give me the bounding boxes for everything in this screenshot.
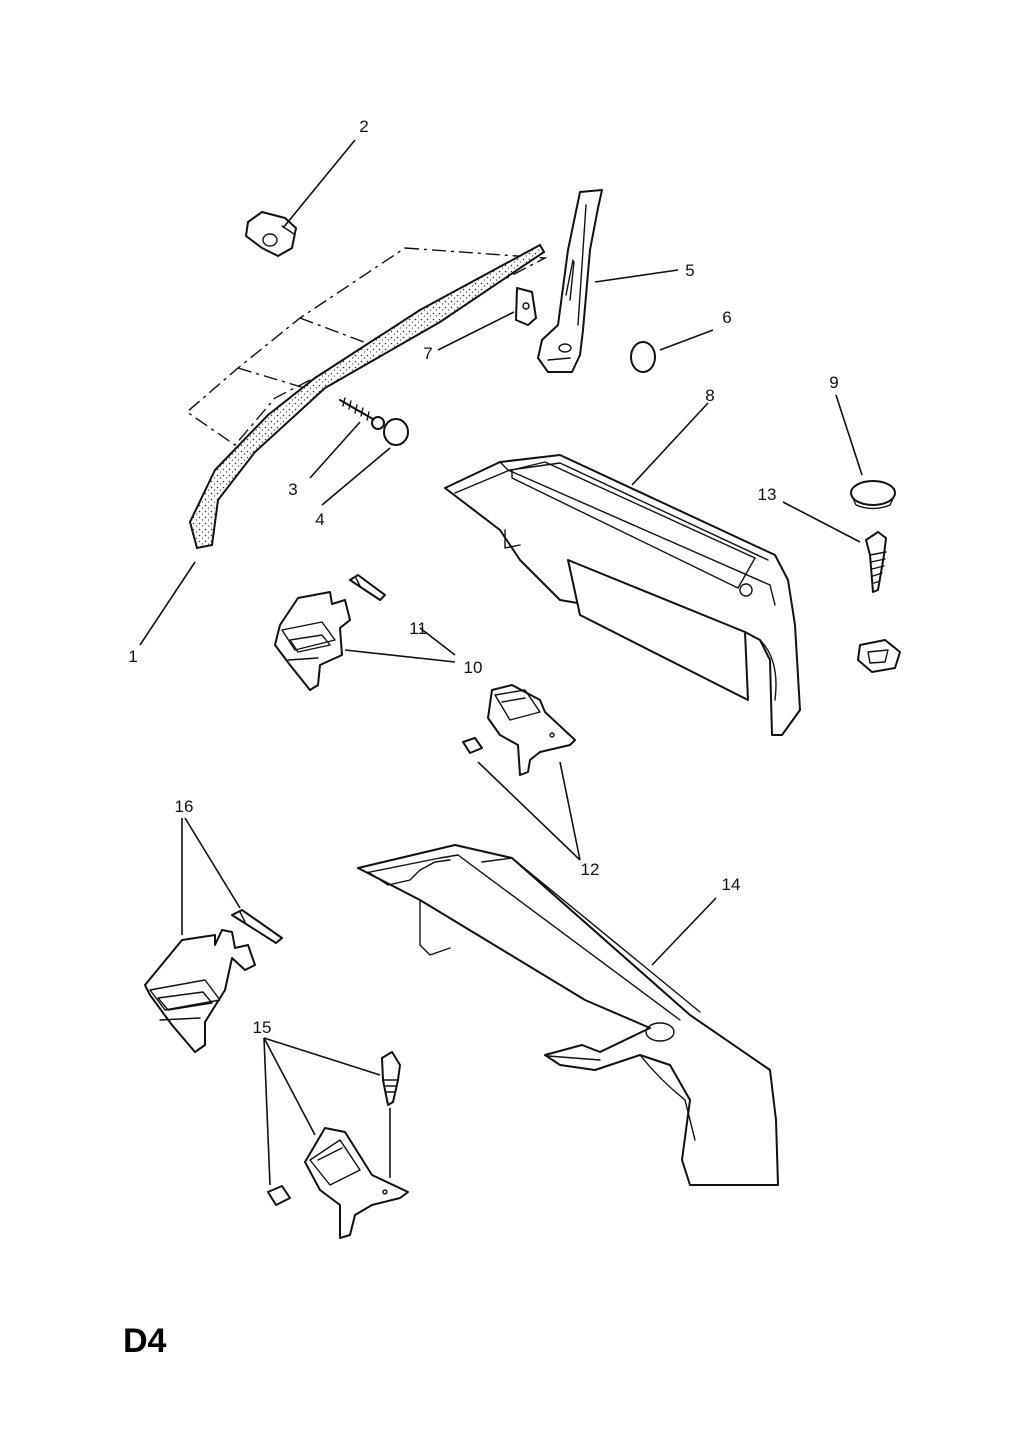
callout-3: 3	[288, 480, 297, 499]
part-16-pin	[231, 909, 283, 944]
part-11-pin	[349, 574, 386, 601]
part-7-clip	[515, 287, 537, 326]
callout-6: 6	[722, 308, 731, 327]
callout-5: 5	[685, 261, 694, 280]
part-6-grommet	[630, 341, 656, 373]
callout-14: 14	[722, 875, 741, 894]
callout-labels: 2 3 4 1 5 6 7 8 9 13 11 10 12 14 16 15	[128, 117, 838, 1037]
part-1-pillar-trim	[185, 243, 548, 550]
part-12-clip	[462, 737, 483, 754]
callout-13: 13	[758, 485, 777, 504]
callout-16: 16	[175, 797, 194, 816]
callout-11: 11	[409, 619, 427, 638]
callout-9: 9	[829, 373, 838, 392]
part-4-cap	[383, 418, 409, 446]
part-12-bracket	[487, 684, 576, 776]
callout-15: 15	[253, 1018, 272, 1037]
part-13-nut	[857, 639, 901, 673]
callout-10: 10	[464, 658, 483, 677]
part-16-handle-bracket	[144, 929, 256, 1053]
part-15-bracket	[304, 1127, 409, 1239]
callout-4: 4	[315, 510, 324, 529]
part-2-clip	[245, 211, 297, 257]
part-10-handle-bracket	[274, 591, 351, 691]
part-9-plug	[850, 480, 896, 510]
leader-lines	[139, 139, 863, 1186]
part-14-trim-panel	[357, 844, 779, 1186]
page-code: D4	[123, 1322, 167, 1360]
part-3-screw	[339, 397, 385, 430]
callout-7: 7	[423, 344, 432, 363]
callout-1: 1	[128, 647, 137, 666]
callout-2: 2	[359, 117, 368, 136]
part-5-bracket	[537, 189, 603, 373]
part-13-screw	[865, 531, 887, 593]
part-15-fastener	[381, 1051, 401, 1178]
callout-12: 12	[581, 860, 600, 879]
callout-8: 8	[705, 386, 714, 405]
part-8-trim-panel	[444, 454, 801, 736]
part-15-clip	[267, 1185, 291, 1206]
